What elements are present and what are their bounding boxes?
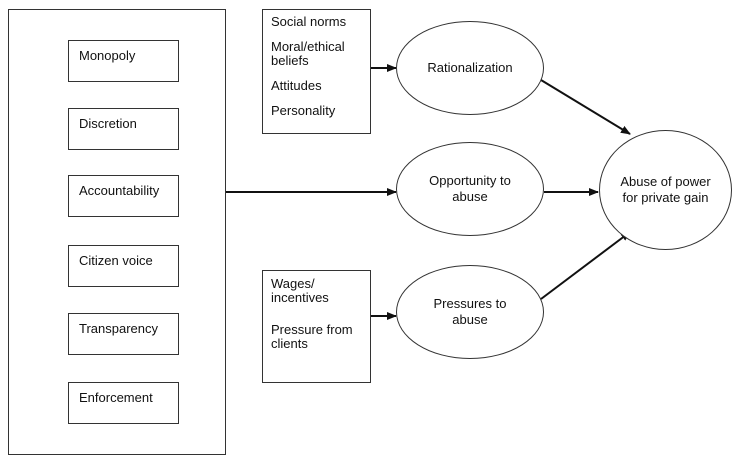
monopoly-label: Monopoly bbox=[79, 48, 136, 63]
transparency-box: Transparency bbox=[68, 313, 179, 355]
pressure-from-clients-label: Pressure from clients bbox=[271, 322, 353, 352]
determinants-container bbox=[8, 9, 226, 455]
accountability-label: Accountability bbox=[79, 183, 160, 198]
social-norms-label: Social norms bbox=[271, 14, 347, 29]
accountability-box: Accountability bbox=[68, 175, 179, 217]
personality-label: Personality bbox=[271, 103, 336, 119]
attitudes-label: Attitudes bbox=[271, 78, 322, 94]
rationalization-label: Rationalization bbox=[427, 59, 513, 75]
citizen-voice-box: Citizen voice bbox=[68, 245, 179, 287]
pressures-node: Pressures to abuse bbox=[396, 265, 544, 359]
abuse-of-power-label: Abuse of power for private gain bbox=[620, 173, 711, 205]
wages-incentives-label: Wages/ incentives bbox=[271, 276, 329, 306]
moral-ethical-beliefs-label: Moral/ethical beliefs bbox=[271, 39, 345, 69]
citizen-voice-label: Citizen voice bbox=[79, 253, 153, 268]
arrow-pressures-to-abuse bbox=[540, 231, 631, 300]
pressures-label: Pressures to abuse bbox=[433, 295, 507, 327]
opportunity-node: Opportunity to abuse bbox=[396, 142, 544, 236]
rationalization-node: Rationalization bbox=[396, 21, 544, 115]
abuse-of-power-node: Abuse of power for private gain bbox=[599, 130, 732, 250]
rationalization-factors-box: Social norms Moral/ethical beliefs Attit… bbox=[262, 9, 371, 134]
enforcement-label: Enforcement bbox=[79, 390, 153, 405]
monopoly-box: Monopoly bbox=[68, 40, 179, 82]
opportunity-label: Opportunity to abuse bbox=[429, 172, 511, 204]
enforcement-box: Enforcement bbox=[68, 382, 179, 424]
pressure-factors-box: Wages/ incentives Pressure from clients bbox=[262, 270, 371, 383]
discretion-box: Discretion bbox=[68, 108, 179, 150]
discretion-label: Discretion bbox=[79, 116, 137, 131]
arrow-rationalization-to-abuse bbox=[540, 79, 631, 135]
transparency-label: Transparency bbox=[79, 321, 158, 336]
